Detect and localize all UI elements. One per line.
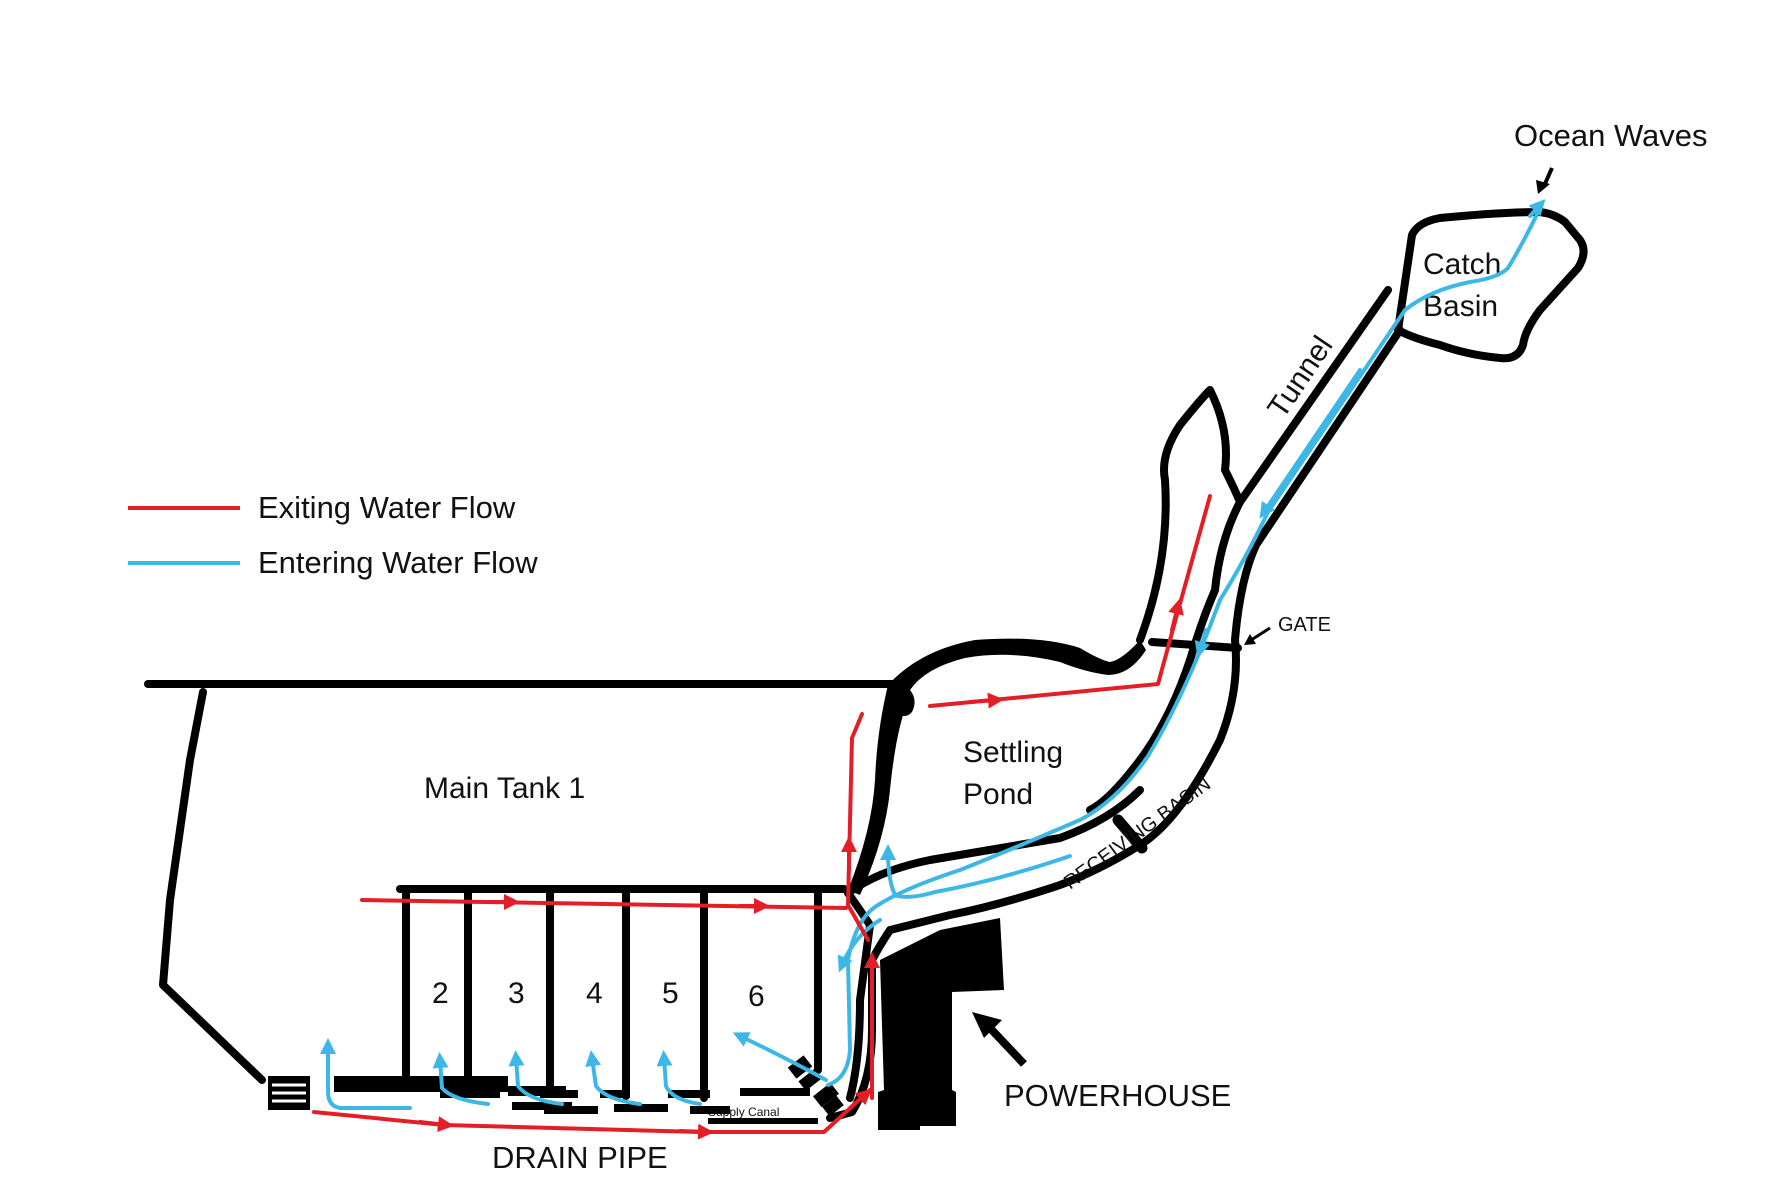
main-tank-left-wall (159, 688, 266, 1084)
tank-number: 6 (748, 980, 765, 1013)
entering-flow-main (826, 206, 1542, 1087)
catch-basin-label-line2: Basin (1423, 290, 1498, 323)
gate-pointer-head (1244, 634, 1256, 645)
canal-segment (668, 1090, 710, 1098)
exiting-flow-raceway-top (360, 898, 848, 910)
entering-flow-pond-return (880, 844, 1072, 899)
settling-pond-bank-thick (887, 638, 1146, 716)
canal-segment (708, 1118, 818, 1124)
ocean-waves-pointer-head (1536, 180, 1550, 194)
tunnel-wall-upper (1236, 286, 1392, 506)
canal-segment (540, 1090, 578, 1098)
tank-number: 5 (662, 977, 679, 1010)
entering-flow-channel-down (837, 918, 882, 973)
canal-gate-block (813, 1082, 839, 1108)
ocean-waves-label: Ocean Waves (1514, 118, 1708, 153)
tank-number: 4 (586, 977, 603, 1010)
gate-label: GATE (1278, 614, 1331, 636)
canal-segment (600, 1090, 630, 1098)
receiving-basin-divider (1112, 814, 1148, 854)
tank-number: 3 (508, 977, 525, 1010)
powerhouse-building (878, 918, 1004, 1130)
exiting-flow-drain-arrow (418, 1116, 454, 1133)
catch-basin-outline (1394, 208, 1588, 363)
entering-flow-tank6 (732, 1032, 828, 1082)
settling-pond-label-line1: Settling (963, 736, 1063, 769)
canal-segment (512, 1102, 572, 1110)
pond-to-raceway-channel-left (844, 889, 874, 1102)
powerhouse-pointer (987, 1025, 1027, 1067)
supply-canal: Supply Canal (268, 1055, 844, 1124)
exiting-flow-pond (928, 494, 1212, 708)
canal-segment (740, 1088, 810, 1096)
gate-line (1148, 638, 1242, 652)
catch-basin-label-line1: Catch (1423, 248, 1501, 281)
drain-pipe-label: DRAIN PIPE (492, 1140, 668, 1175)
exiting-flow-drain-arrow (678, 1123, 714, 1140)
entering-flow-canal (320, 1038, 412, 1110)
entering-flow-receiving-arrow (1194, 628, 1210, 658)
canal-segment (440, 1090, 500, 1098)
settling-pond-label-line2: Pond (963, 778, 1033, 811)
entering-flow-tank4 (585, 1050, 642, 1106)
canal-segment (614, 1104, 668, 1112)
canal-segment (544, 1106, 598, 1114)
canal-segment (508, 1086, 566, 1096)
powerhouse-label: POWERHOUSE (1004, 1078, 1231, 1113)
powerhouse-pointer-head (972, 1012, 1002, 1038)
entering-flow-tank3 (508, 1050, 564, 1106)
exiting-flow-pond-arrow (968, 692, 1004, 709)
inlet-channel-left-wall (1136, 386, 1244, 644)
supply-canal-label: Supply Canal (708, 1105, 779, 1119)
legend: Exiting Water Flow Entering Water Flow (128, 490, 538, 580)
exiting-flow-drain-arrow (848, 1088, 873, 1110)
entering-flow-tank5 (656, 1050, 702, 1106)
raceway-tanks: 2 3 4 5 6 (396, 885, 848, 1102)
canal-segment (690, 1106, 730, 1114)
entering-flow-tunnel-arrow (1259, 368, 1362, 519)
exiting-flow-channel-up (846, 712, 870, 942)
tunnel-wall-lower (1252, 326, 1404, 549)
entering-flow-tank2 (432, 1052, 490, 1106)
tank-number: 2 (432, 977, 449, 1010)
receiving-channel-upper-wall (1086, 498, 1244, 814)
canal-segment (334, 1076, 508, 1092)
legend-label-exiting: Exiting Water Flow (258, 490, 516, 525)
exiting-flow-paths (312, 494, 1212, 1140)
entering-flow-paths (320, 199, 1546, 1110)
entering-flow-catch-arrow (1528, 199, 1546, 218)
canal-gate-block (822, 1095, 844, 1117)
legend-label-entering: Entering Water Flow (258, 545, 538, 580)
main-tank-label: Main Tank 1 (424, 772, 585, 805)
settling-pond-left-bank (848, 685, 904, 895)
receiving-channel-lower-wall (886, 541, 1260, 934)
exiting-flow-lobe-arrow (1168, 598, 1184, 632)
